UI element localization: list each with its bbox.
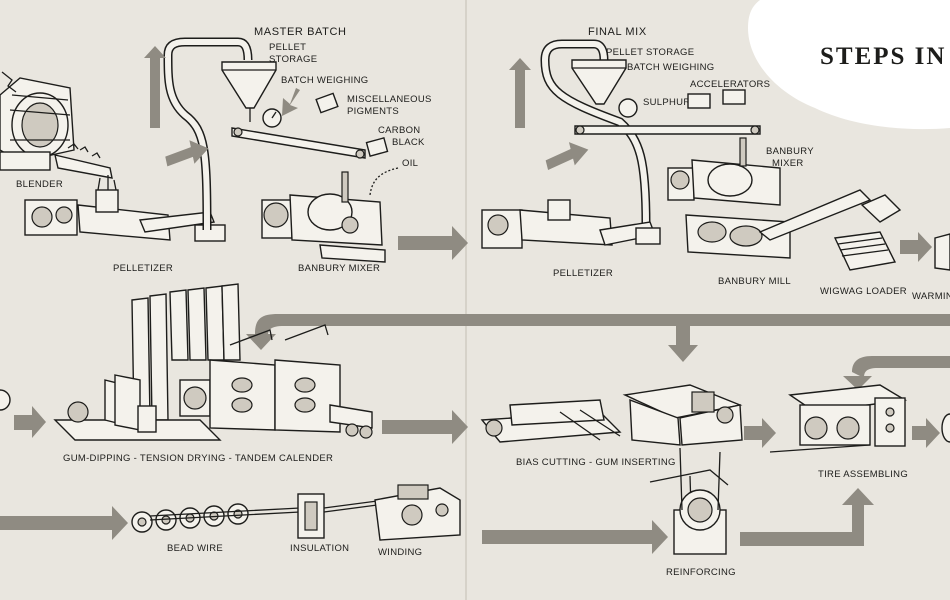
warming-label: WARMIN <box>912 291 950 302</box>
gum-dipping-machine <box>53 374 222 441</box>
master-batch-header: MASTER BATCH <box>254 26 347 38</box>
flow-arrow-8 <box>482 520 668 554</box>
misc-pigments-label-b: PIGMENTS <box>347 106 399 117</box>
flow-arrow-6 <box>912 418 940 448</box>
pellet-storage-1-label-a: PELLET <box>269 42 306 53</box>
blender-label: BLENDER <box>16 179 63 190</box>
tire-partial <box>941 413 950 443</box>
up-arrow-1 <box>144 46 166 128</box>
oil-pipe <box>369 167 399 196</box>
insulation-machine <box>297 493 401 539</box>
flow-arrow-4 <box>382 410 468 444</box>
bias-cutting-machine <box>480 399 622 443</box>
up-arrow-2 <box>509 58 531 128</box>
reinforcing-machine <box>649 447 729 555</box>
insulation-label: INSULATION <box>290 543 349 554</box>
bead-wire-label: BEAD WIRE <box>167 543 223 554</box>
gum-inserting-machine <box>622 384 743 446</box>
weighing-arrow-1 <box>282 88 300 116</box>
flow-arrow-9 <box>740 488 874 546</box>
oil-label: OIL <box>402 158 418 169</box>
sulphur-box <box>687 93 711 109</box>
pigment-box <box>315 92 339 114</box>
sulphur-label: SULPHUR <box>643 97 691 108</box>
banbury-mill-machine <box>685 189 872 259</box>
banbury-mixer-2-label-a: BANBURY <box>766 146 814 157</box>
flow-arrow-2 <box>900 232 932 262</box>
pellet-storage-hopper-1 <box>221 61 277 122</box>
pellet-storage-1-label-b: STORAGE <box>269 54 317 65</box>
pelletizer-1-machine <box>24 175 226 242</box>
misc-pigments-label-a: MISCELLANEOUS <box>347 94 432 105</box>
flow-arrow-7 <box>0 506 128 540</box>
bias-cutting-label: BIAS CUTTING - GUM INSERTING <box>516 457 676 468</box>
carbon-black-label-a: CARBON <box>378 125 420 136</box>
pellet-storage-2-label: PELLET STORAGE <box>606 47 694 58</box>
reinforcing-label: REINFORCING <box>666 567 736 578</box>
wigwag-loader-label: WIGWAG LOADER <box>820 286 907 297</box>
pellet-storage-hopper-2 <box>571 59 627 105</box>
pelletizer-2-machine <box>481 199 661 249</box>
carbon-black-label-b: BLACK <box>392 137 425 148</box>
winding-label: WINDING <box>378 547 422 558</box>
blender-machine <box>0 71 113 179</box>
wigwag-loader-machine <box>833 194 902 271</box>
flow-arrow-3 <box>14 406 46 438</box>
banbury-mixer-2-label-b: MIXER <box>772 158 804 169</box>
gum-dipping-label: GUM-DIPPING - TENSION DRYING - TANDEM CA… <box>63 453 333 464</box>
return-arrow-1 <box>165 140 209 167</box>
return-arrow-2 <box>545 142 589 171</box>
roll-partial <box>0 389 11 411</box>
banbury-mixer-2-machine <box>667 137 781 206</box>
accelerators-label: ACCELERATORS <box>690 79 770 90</box>
return-track <box>255 314 950 336</box>
warming-mill-partial <box>934 233 950 271</box>
tire-return-head <box>843 376 872 390</box>
final-mix-header: FINAL MIX <box>588 26 647 38</box>
page-title: STEPS IN <box>820 43 946 70</box>
flow-arrow-5 <box>744 418 776 448</box>
batch-weighing-2-label: BATCH WEIGHING <box>627 62 714 73</box>
banbury-mixer-1-machine <box>261 171 386 263</box>
banbury-mill-label: BANBURY MILL <box>718 276 791 287</box>
flow-arrow-1 <box>398 226 468 260</box>
batch-weighing-scale-1 <box>231 108 366 159</box>
tire-assembling-machine <box>769 384 908 453</box>
batch-weighing-conveyor-2 <box>574 125 761 135</box>
tire-return-track <box>852 356 950 378</box>
batch-weighing-1-label: BATCH WEIGHING <box>281 75 368 86</box>
banbury-mixer-1-label: BANBURY MIXER <box>298 263 380 274</box>
accelerators-box <box>722 89 746 105</box>
pelletizer-2-label: PELLETIZER <box>553 268 613 279</box>
bead-wire-spools <box>131 503 301 533</box>
title-panel <box>748 0 950 130</box>
scale-dial-2 <box>618 98 638 118</box>
carbon-black-box <box>365 137 389 157</box>
tandem-calender-machine <box>179 324 373 439</box>
pelletizer-1-label: PELLETIZER <box>113 263 173 274</box>
winding-machine <box>374 484 461 541</box>
tire-assembling-label: TIRE ASSEMBLING <box>818 469 908 480</box>
return-track-head <box>246 334 276 350</box>
down-arrow-bias <box>668 326 698 362</box>
